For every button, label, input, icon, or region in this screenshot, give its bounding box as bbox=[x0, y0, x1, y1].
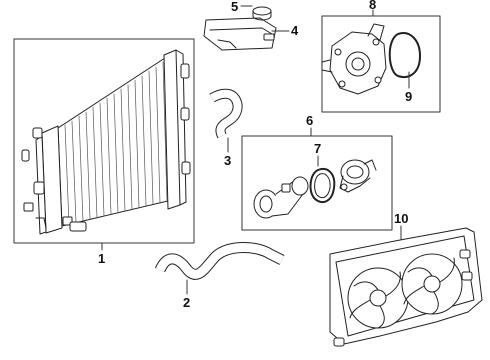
thermostat-gasket-icon bbox=[309, 155, 336, 204]
callout-9: 9 bbox=[405, 89, 413, 104]
callout-6: 6 bbox=[306, 113, 314, 128]
callout-8: 8 bbox=[369, 0, 377, 12]
thermostat-housing-icon bbox=[241, 127, 393, 231]
reservoir-cap-icon bbox=[240, 5, 272, 21]
callout-5: 5 bbox=[231, 0, 239, 14]
callout-2: 2 bbox=[183, 295, 191, 310]
thermostat-element-icon bbox=[339, 159, 377, 193]
lower-hose-icon bbox=[154, 242, 285, 295]
cooling-fan-assembly-icon bbox=[329, 225, 483, 347]
water-pump-icon bbox=[321, 9, 441, 113]
radiator-icon bbox=[13, 38, 195, 251]
water-pump-gasket-icon bbox=[388, 32, 421, 89]
callout-10: 10 bbox=[394, 211, 409, 226]
callout-7: 7 bbox=[314, 141, 322, 156]
callout-4: 4 bbox=[291, 23, 299, 38]
reservoir-tank-icon bbox=[203, 17, 290, 51]
callout-1: 1 bbox=[98, 251, 106, 266]
callout-3: 3 bbox=[224, 153, 232, 168]
upper-hose-icon bbox=[209, 88, 243, 153]
